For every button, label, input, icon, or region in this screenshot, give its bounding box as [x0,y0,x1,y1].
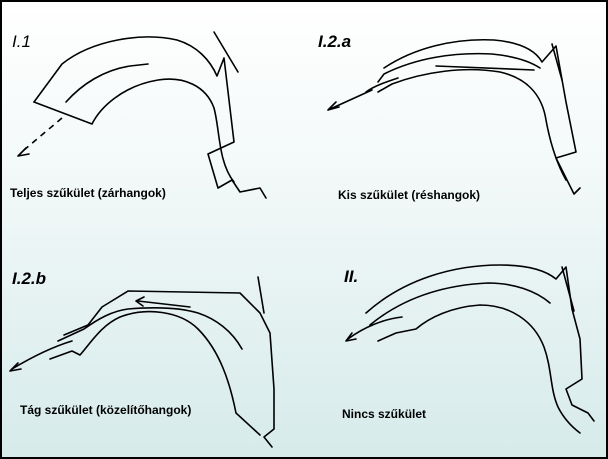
velum-contour [562,267,574,311]
palate-contour [366,265,594,421]
airflow-arrowhead [18,148,29,156]
vocal-tract-outline [304,229,606,456]
panel-caption: Teljes szűkület (zárhangok) [10,186,166,200]
airflow-arrowhead [328,90,372,110]
panel-complete-closure: I.1 Teljes szűkület (zárhangok) [2,2,304,229]
panel-no-constriction: II. Nincs szűkület [304,229,606,456]
tongue-contour [34,79,234,182]
upper-tongue-line [66,64,148,102]
airflow-arrow-inner [138,301,190,307]
upper-tongue-line [58,308,242,349]
vocal-tract-outline [2,229,304,456]
panel-caption: Kis szűkület (réshangok) [338,188,480,202]
velum-contour [214,32,238,72]
velum-contour [258,277,264,313]
panel-caption: Tág szűkület (közelítőhangok) [20,403,191,417]
panel-wide-constriction: I.2.b Tág szűkület (közelítőhangok) [2,229,304,456]
panel-caption: Nincs szűkület [342,407,426,421]
lower-tongue-line [378,70,566,180]
airflow-arrow-dashed [24,118,62,150]
panel-small-constriction: I.2.a Kis szűkület (réshangok) [304,2,606,229]
